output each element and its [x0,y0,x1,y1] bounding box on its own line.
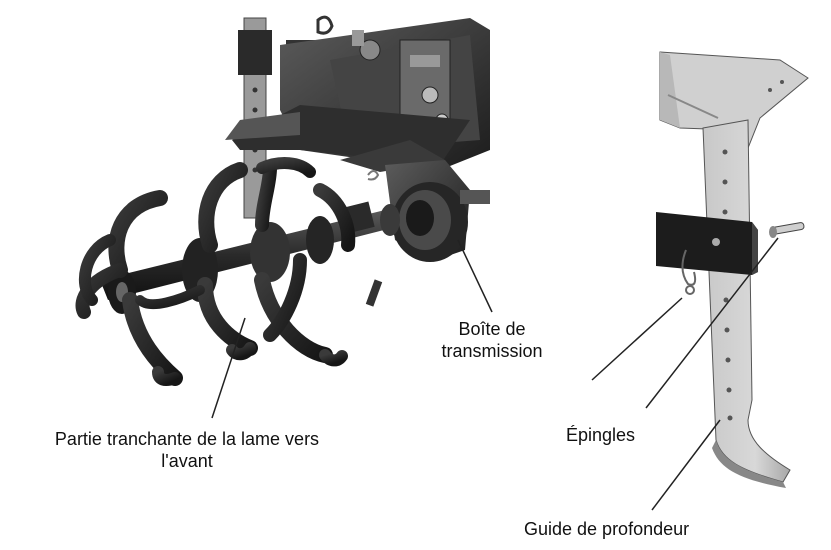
gearbox-label-line1: Boîte de [458,319,526,339]
depth-guide-label: Guide de profondeur [524,519,690,539]
pins-illustration [681,222,805,295]
leader-lines-right [591,237,779,511]
gearbox [367,160,490,262]
blade-direction-label: Partie tranchante de la lame vers l'avan… [2,428,372,472]
blade-direction-label-line1: Partie tranchante de la lame vers [54,429,320,449]
pins-leader-line-2 [645,237,779,409]
blade-direction-label-line2: l'avant [161,451,213,471]
depth-guide-leader-line [651,419,721,511]
tiller-machine-body [225,15,490,219]
tine-shaft [100,201,400,314]
leader-lines-left [211,239,493,419]
tiller-tines [75,157,356,386]
gearbox-label: Boîte de transmission [412,318,572,362]
depth-guide-assembly [656,51,809,488]
blade-leader-line [211,317,246,419]
pins-leader-line-1 [591,297,683,381]
gearbox-leader-line [457,239,493,313]
gearbox-label-line2: transmission [441,341,543,361]
pins-label: Épingles [566,425,636,445]
